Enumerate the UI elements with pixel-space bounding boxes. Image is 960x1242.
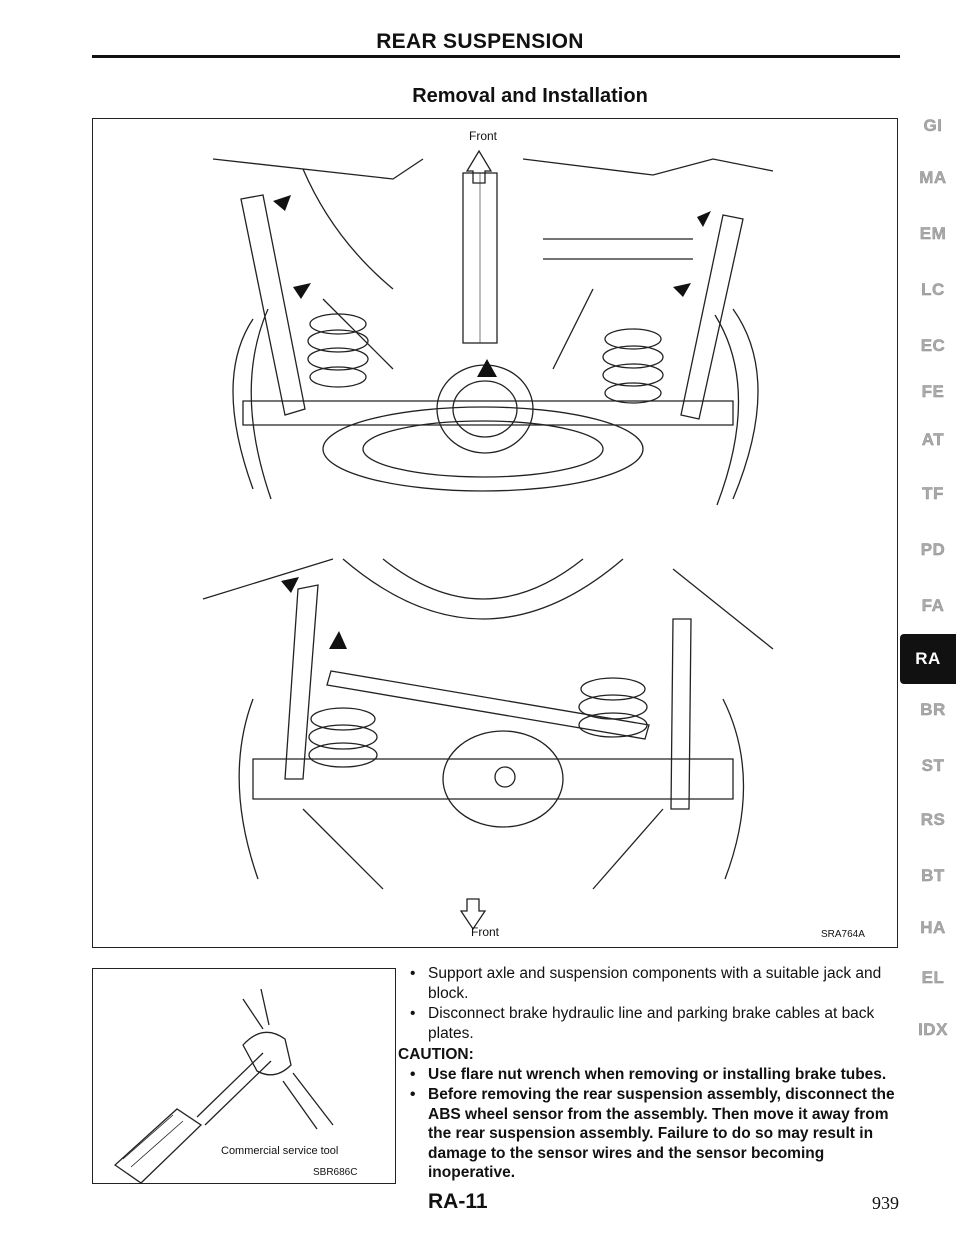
caution-item: • Before removing the rear suspension as… xyxy=(410,1086,895,1181)
bolt-arrow-icon xyxy=(329,631,347,649)
front-arrow-down-icon xyxy=(459,898,487,931)
suspension-drawing xyxy=(202,149,774,931)
wrench-illustration: Commercial service tool SBR686C xyxy=(92,968,396,1184)
figure-code: SBR686C xyxy=(313,1167,358,1178)
tab-em[interactable]: EM xyxy=(919,224,947,243)
caution-label: CAUTION: xyxy=(398,1046,474,1063)
tab-el[interactable]: EL xyxy=(921,968,945,987)
tab-fa[interactable]: FA xyxy=(921,596,945,615)
bolt-arrow-icon xyxy=(281,577,299,593)
instruction-item: • Disconnect brake hydraulic line and pa… xyxy=(410,1005,875,1042)
tab-bt[interactable]: BT xyxy=(921,866,945,885)
bolt-arrow-icon xyxy=(673,283,691,297)
figure-code: SRA764A xyxy=(821,929,865,940)
page-header-title: REAR SUSPENSION xyxy=(376,30,584,53)
wrench-drawing xyxy=(113,988,334,1184)
bolt-arrow-icon xyxy=(477,359,497,377)
page-code: RA-11 xyxy=(428,1190,488,1213)
tool-label: Commercial service tool xyxy=(221,1145,339,1157)
header-rule xyxy=(92,55,900,58)
caution-item: • Use flare nut wrench when removing or … xyxy=(410,1065,887,1083)
tab-idx[interactable]: IDX xyxy=(918,1020,948,1039)
bolt-arrow-icon xyxy=(293,283,311,299)
section-title: Removal and Installation xyxy=(412,85,648,107)
instruction-item: • Support axle and suspension components… xyxy=(410,965,882,1002)
tab-ec[interactable]: EC xyxy=(920,336,946,355)
front-label-top: Front xyxy=(469,129,498,143)
tab-lc[interactable]: LC xyxy=(921,280,945,299)
tab-gi[interactable]: GI xyxy=(923,116,943,135)
tab-ha[interactable]: HA xyxy=(920,918,946,937)
suspension-illustration: Front Front SRA764A xyxy=(92,118,898,948)
instruction-text: • Support axle and suspension components… xyxy=(398,964,898,1184)
tab-pd[interactable]: PD xyxy=(920,540,946,559)
front-arrow-up-icon xyxy=(465,149,493,184)
tab-ra-active[interactable]: RA xyxy=(900,634,956,684)
tab-st[interactable]: ST xyxy=(921,756,945,775)
tab-br[interactable]: BR xyxy=(920,700,946,719)
bolt-arrow-icon xyxy=(697,211,711,227)
front-label-bottom: Front xyxy=(471,925,500,939)
tab-ma[interactable]: MA xyxy=(919,168,947,187)
tab-fe[interactable]: FE xyxy=(921,382,945,401)
tab-at[interactable]: AT xyxy=(921,430,945,449)
page-number: 939 xyxy=(872,1193,899,1213)
bolt-arrow-icon xyxy=(273,195,291,211)
tab-tf[interactable]: TF xyxy=(922,484,944,503)
tab-rs[interactable]: RS xyxy=(920,810,946,829)
